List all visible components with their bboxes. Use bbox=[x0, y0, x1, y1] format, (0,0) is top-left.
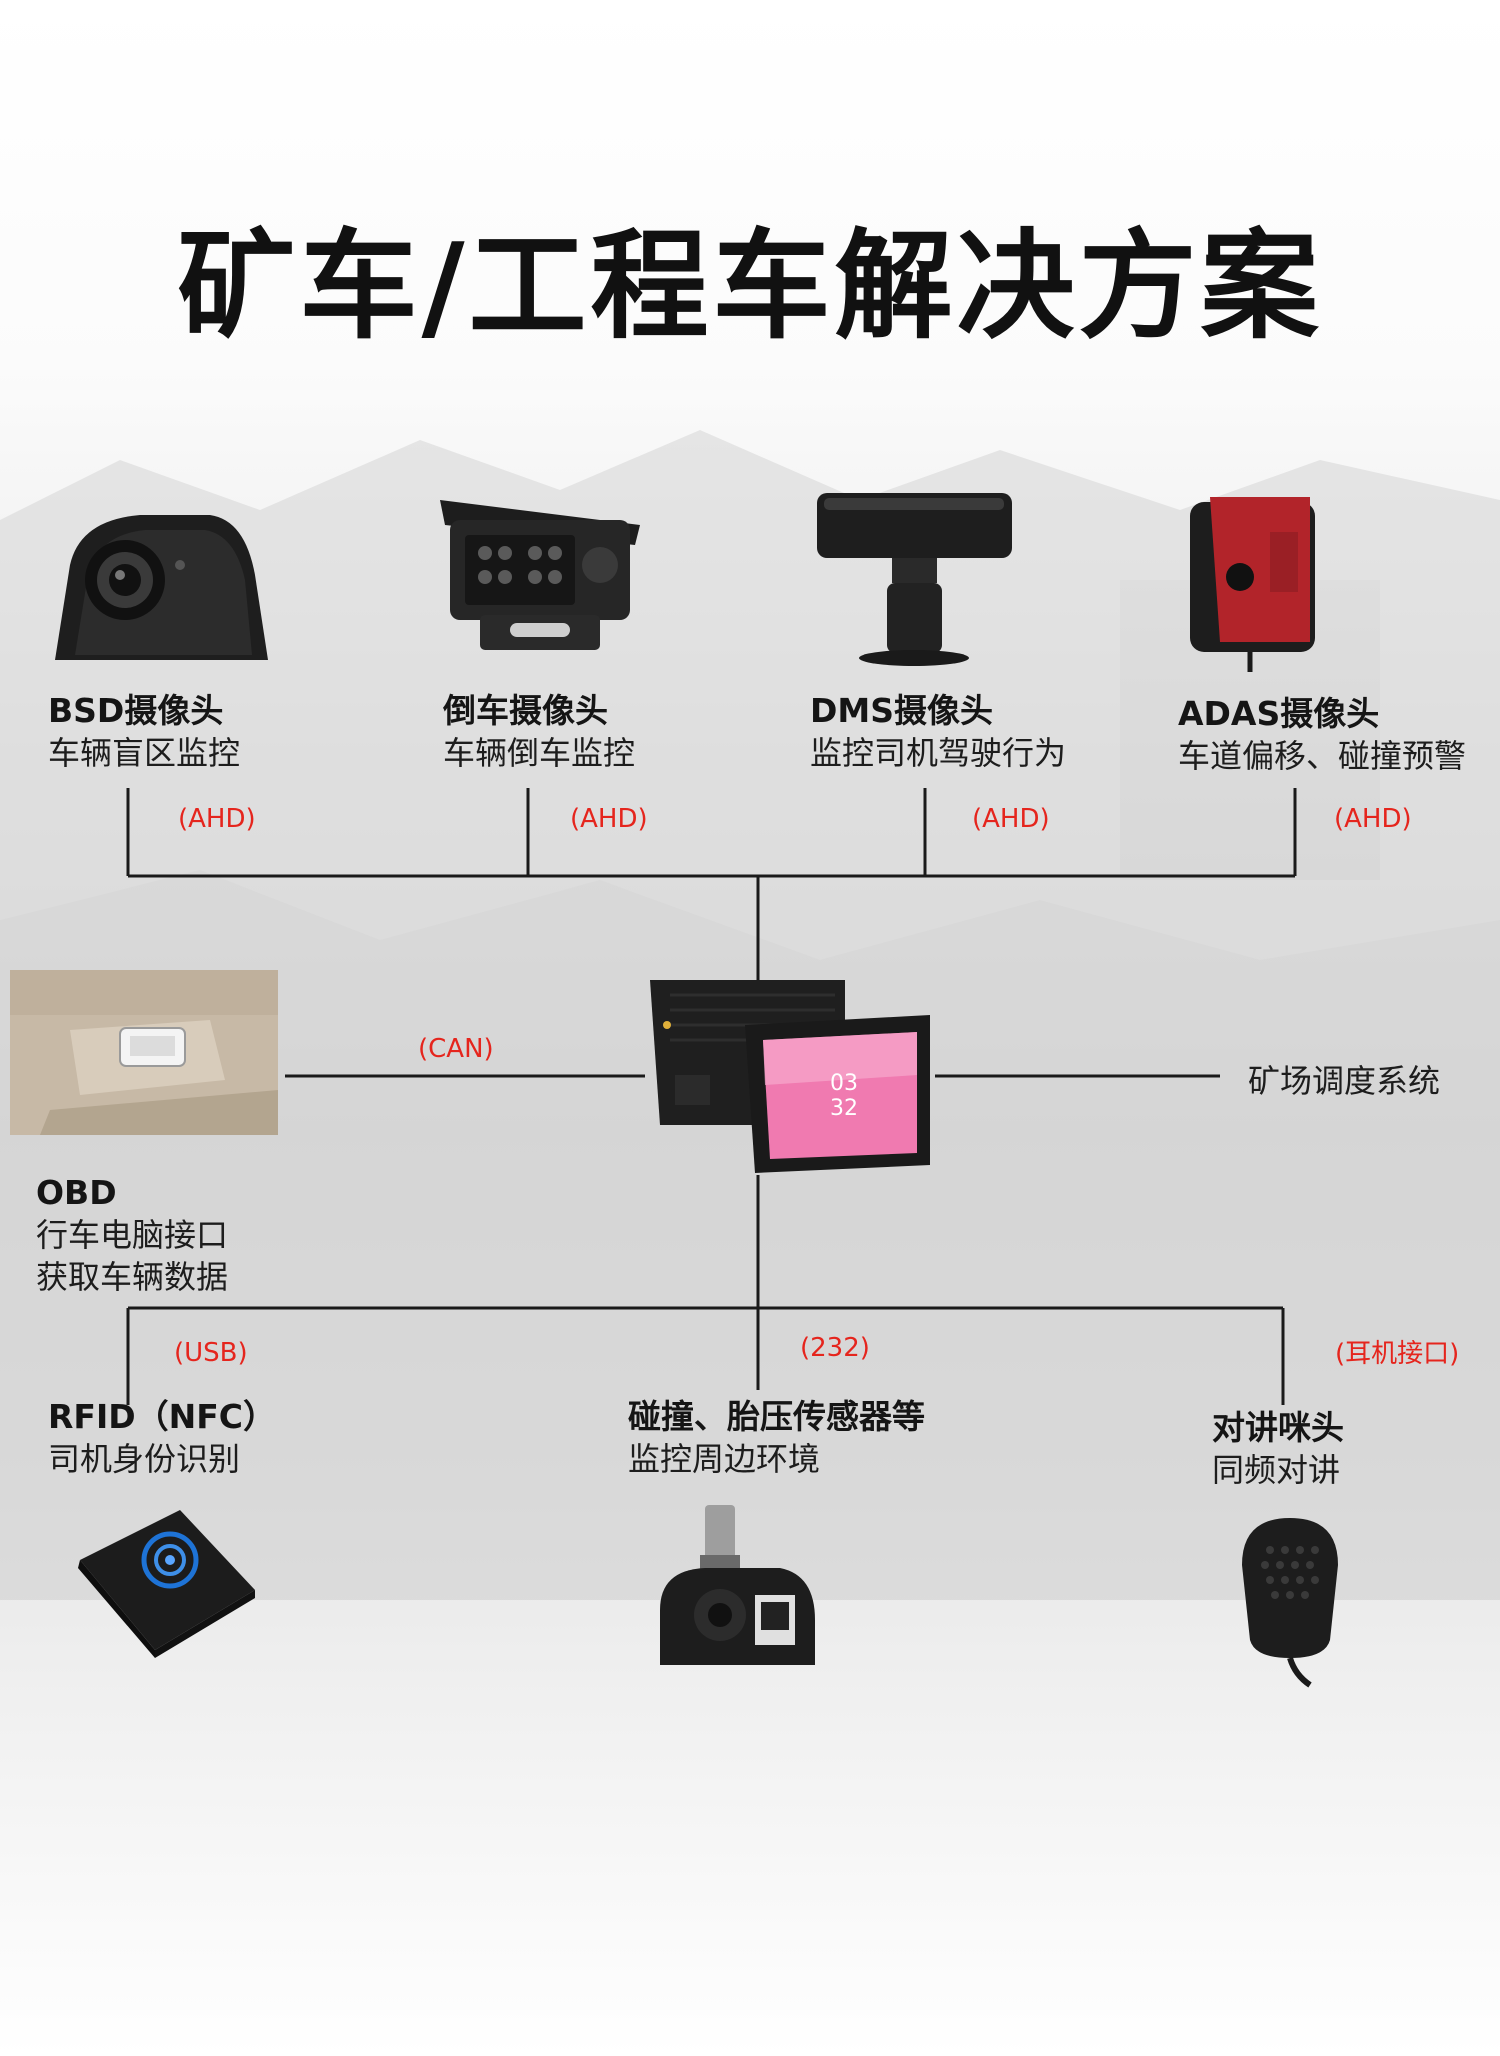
rfid-title: RFID（NFC） bbox=[48, 1397, 277, 1436]
reverse-label: 倒车摄像头 车辆倒车监控 bbox=[443, 690, 635, 774]
sensor-label: 碰撞、胎压传感器等 监控周边环境 bbox=[628, 1396, 925, 1480]
side-camera-icon bbox=[55, 515, 268, 660]
dispatch-system-label: 矿场调度系统 bbox=[1248, 1062, 1441, 1100]
rfid-reader-icon bbox=[78, 1510, 255, 1658]
bsd-interface-tag: (AHD) bbox=[178, 804, 256, 834]
mic-title: 对讲咪头 bbox=[1212, 1408, 1344, 1447]
adas-label: ADAS摄像头 车道偏移、碰撞预警 bbox=[1178, 693, 1466, 777]
reverse-desc: 车辆倒车监控 bbox=[443, 734, 636, 772]
vehicle-tablet-icon: 03 32 bbox=[650, 980, 930, 1173]
bsd-title: BSD摄像头 bbox=[48, 691, 224, 730]
mic-label: 对讲咪头 同频对讲 bbox=[1212, 1407, 1344, 1491]
dms-title: DMS摄像头 bbox=[810, 691, 993, 730]
dms-camera-icon bbox=[817, 493, 1012, 666]
sensor-interface-tag: (232) bbox=[800, 1333, 870, 1363]
dms-label: DMS摄像头 监控司机驾驶行为 bbox=[810, 690, 1066, 774]
rfid-label: RFID（NFC） 司机身份识别 bbox=[48, 1396, 276, 1480]
rfid-interface-tag: (USB) bbox=[174, 1338, 248, 1368]
obd-desc-1: 行车电脑接口 bbox=[36, 1216, 229, 1254]
bsd-desc: 车辆盲区监控 bbox=[48, 734, 241, 772]
obd-port-icon bbox=[10, 970, 278, 1135]
reverse-camera-icon bbox=[440, 500, 640, 650]
tire-sensor-icon bbox=[660, 1505, 815, 1665]
adas-title: ADAS摄像头 bbox=[1178, 694, 1380, 733]
reverse-title: 倒车摄像头 bbox=[443, 691, 608, 730]
handheld-mic-icon bbox=[1242, 1518, 1338, 1688]
bsd-label: BSD摄像头 车辆盲区监控 bbox=[48, 690, 240, 774]
mic-desc: 同频对讲 bbox=[1212, 1451, 1341, 1489]
obd-interface-tag: (CAN) bbox=[418, 1034, 494, 1064]
rfid-desc: 司机身份识别 bbox=[48, 1440, 241, 1478]
screen-hour: 03 bbox=[830, 1071, 858, 1096]
dms-desc: 监控司机驾驶行为 bbox=[810, 734, 1067, 772]
mic-interface-tag: (耳机接口) bbox=[1335, 1339, 1460, 1369]
sensor-title: 碰撞、胎压传感器等 bbox=[628, 1397, 925, 1436]
adas-interface-tag: (AHD) bbox=[1334, 804, 1412, 834]
reverse-interface-tag: (AHD) bbox=[570, 804, 648, 834]
page-title: 矿车/工程车解决方案 bbox=[177, 217, 1323, 355]
adas-camera-icon bbox=[1190, 497, 1315, 672]
sensor-desc: 监控周边环境 bbox=[628, 1440, 821, 1478]
adas-desc: 车道偏移、碰撞预警 bbox=[1178, 737, 1467, 775]
dms-interface-tag: (AHD) bbox=[972, 804, 1050, 834]
obd-title: OBD bbox=[36, 1173, 117, 1212]
obd-label: OBD 行车电脑接口 获取车辆数据 bbox=[36, 1172, 228, 1298]
obd-desc-2: 获取车辆数据 bbox=[36, 1258, 229, 1296]
screen-minute: 32 bbox=[830, 1096, 858, 1121]
